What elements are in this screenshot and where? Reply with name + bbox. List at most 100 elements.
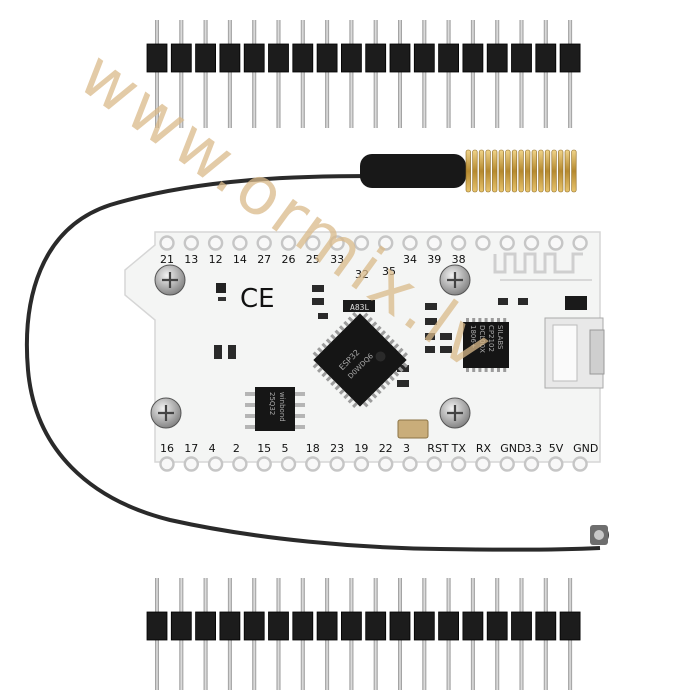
cp2102-chip: SILABS CP2102 DCL00X 1806+ — [463, 318, 509, 372]
header-plastic-block — [462, 43, 484, 73]
antenna-cable — [24, 174, 601, 552]
pin-hole — [207, 235, 224, 251]
top-pin-header — [146, 20, 581, 128]
header-plastic-block — [462, 611, 484, 641]
header-pin — [495, 20, 500, 128]
pin-hole — [232, 456, 248, 472]
spring-coil-turn — [492, 149, 498, 193]
esp32-chip: ESP32 D0WDQ6 — [312, 312, 408, 408]
header-pin — [470, 20, 475, 128]
ufl-connector — [590, 525, 609, 545]
pin-hole — [523, 235, 540, 251]
antenna-sleeve — [360, 154, 466, 188]
ce-mark-icon: CE — [240, 284, 275, 314]
spring-coil-turn — [511, 149, 518, 193]
header-plastic-block — [438, 43, 460, 73]
pin-label: 23 — [330, 442, 344, 455]
pin-hole — [207, 456, 224, 472]
pin-label: TX — [451, 442, 467, 455]
pin-label: 38 — [452, 253, 466, 266]
pin-label: 3 — [403, 442, 410, 455]
header-plastic-block — [365, 43, 387, 73]
header-plastic-block — [389, 43, 411, 73]
flash-chip: winbond 25Q32 — [245, 387, 305, 431]
header-plastic-block — [486, 43, 508, 73]
pin-hole — [305, 456, 321, 472]
resistor — [343, 300, 375, 312]
pin-hole — [159, 456, 175, 472]
header-plastic-block — [243, 611, 265, 641]
pin-label: 15 — [257, 442, 271, 455]
header-plastic-block — [170, 43, 192, 73]
pin-label: 22 — [379, 442, 393, 455]
spring-coil-turn — [498, 149, 504, 193]
header-pin — [227, 20, 232, 128]
header-plastic-block — [146, 43, 168, 73]
screw-icon — [439, 264, 471, 296]
pin-hole — [450, 456, 467, 472]
pin-label: 34 — [403, 253, 417, 266]
pin-label: 5 — [282, 442, 289, 455]
header-pin — [325, 20, 330, 128]
pin-label: 33 — [330, 253, 344, 266]
pin-label: 4 — [209, 442, 216, 455]
pin-label: 12 — [209, 253, 223, 266]
pin-label: 3.3 — [525, 442, 543, 455]
cp2102-line-2: CP2102 — [487, 325, 495, 352]
header-plastic-block — [268, 611, 289, 641]
pin-label: 5V — [549, 442, 564, 455]
header-pin — [398, 20, 402, 128]
pin-hole — [426, 456, 442, 472]
header-plastic-block — [340, 611, 362, 641]
pin-label: 16 — [160, 442, 174, 455]
header-plastic-block — [292, 611, 314, 641]
wifi-antenna-icon — [493, 252, 583, 274]
pin-hole — [353, 235, 370, 251]
header-plastic-block — [413, 43, 435, 73]
spring-coil-turn — [485, 149, 491, 193]
pin-hole — [183, 235, 200, 251]
pin-hole — [402, 235, 418, 251]
cp2102-line-1: SILABS — [496, 325, 504, 350]
header-plastic-block — [413, 611, 435, 641]
header-plastic-block — [365, 611, 387, 641]
screw-icon — [154, 264, 186, 296]
header-pin — [446, 20, 451, 128]
header-plastic-block — [170, 611, 192, 641]
pin-hole — [305, 235, 321, 251]
header-plastic-block — [292, 43, 314, 73]
pin-label: 17 — [184, 442, 198, 455]
header-pin — [543, 20, 548, 128]
esp32-board: CE A83L ESP32 D0WDQ6 — [124, 231, 605, 472]
pin-hole — [378, 456, 394, 472]
header-plastic-block — [268, 43, 289, 73]
pin-hole — [256, 456, 272, 472]
header-plastic-block — [195, 611, 217, 641]
pin-hole — [548, 235, 564, 251]
header-plastic-block — [559, 43, 581, 73]
header-plastic-block — [195, 43, 217, 73]
pin-hole — [572, 235, 588, 251]
spring-coil-turn — [544, 149, 551, 193]
pin-label: 13 — [184, 253, 198, 266]
cp2102-line-4: 1806+ — [469, 325, 477, 349]
header-plastic-block — [511, 43, 532, 73]
pin-label: 39 — [427, 253, 441, 266]
spring-coil-turn — [518, 149, 524, 193]
pin-hole — [353, 456, 370, 472]
spring-coil-turn — [472, 149, 478, 193]
header-pin — [300, 20, 305, 128]
pin-label: RX — [476, 442, 492, 455]
pin-hole — [256, 235, 272, 251]
pin-label: 21 — [160, 253, 174, 266]
header-pin — [519, 20, 524, 128]
pin-hole — [232, 235, 248, 251]
pin-hole — [280, 235, 297, 251]
header-pin — [276, 20, 281, 128]
header-pin — [568, 20, 573, 128]
header-plastic-block — [243, 43, 265, 73]
pin-label: 2 — [233, 442, 240, 455]
pin-label: 14 — [233, 253, 247, 266]
spring-coil-turn — [465, 149, 471, 193]
pin-label: 18 — [306, 442, 320, 455]
